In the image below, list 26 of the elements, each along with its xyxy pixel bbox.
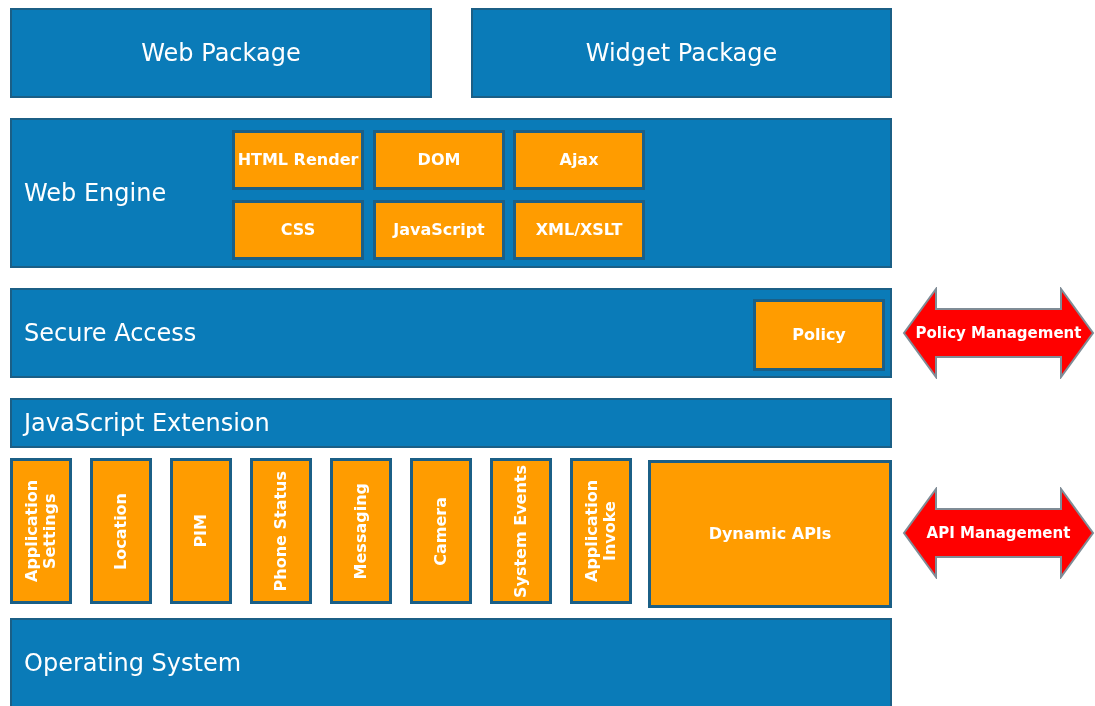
module-box: XML/XSLT: [513, 200, 645, 260]
api-box: Dynamic APIs: [648, 460, 892, 608]
layer-box: JavaScript Extension: [10, 398, 892, 448]
module-box: DOM: [373, 130, 505, 190]
api-box: PIM: [170, 458, 232, 604]
layer-title: Web Engine: [24, 179, 167, 207]
api-box: Location: [90, 458, 152, 604]
double-arrow: API Management: [902, 487, 1095, 579]
layer-box: [10, 288, 892, 378]
module-box: Ajax: [513, 130, 645, 190]
api-box: Phone Status: [250, 458, 312, 604]
layer-title: Secure Access: [24, 319, 197, 347]
api-box: Application Invoke: [570, 458, 632, 604]
double-arrow: Policy Management: [902, 287, 1095, 379]
layer-box: [10, 118, 892, 268]
module-box: HTML Render: [232, 130, 364, 190]
layer-box: Operating System: [10, 618, 892, 706]
layer-box: Web Package: [10, 8, 432, 98]
module-box: JavaScript: [373, 200, 505, 260]
layer-box: Widget Package: [471, 8, 892, 98]
api-box: Camera: [410, 458, 472, 604]
module-box: CSS: [232, 200, 364, 260]
api-box: Application Settings: [10, 458, 72, 604]
api-box: System Events: [490, 458, 552, 604]
module-box: Policy: [753, 299, 885, 371]
api-box: Messaging: [330, 458, 392, 604]
